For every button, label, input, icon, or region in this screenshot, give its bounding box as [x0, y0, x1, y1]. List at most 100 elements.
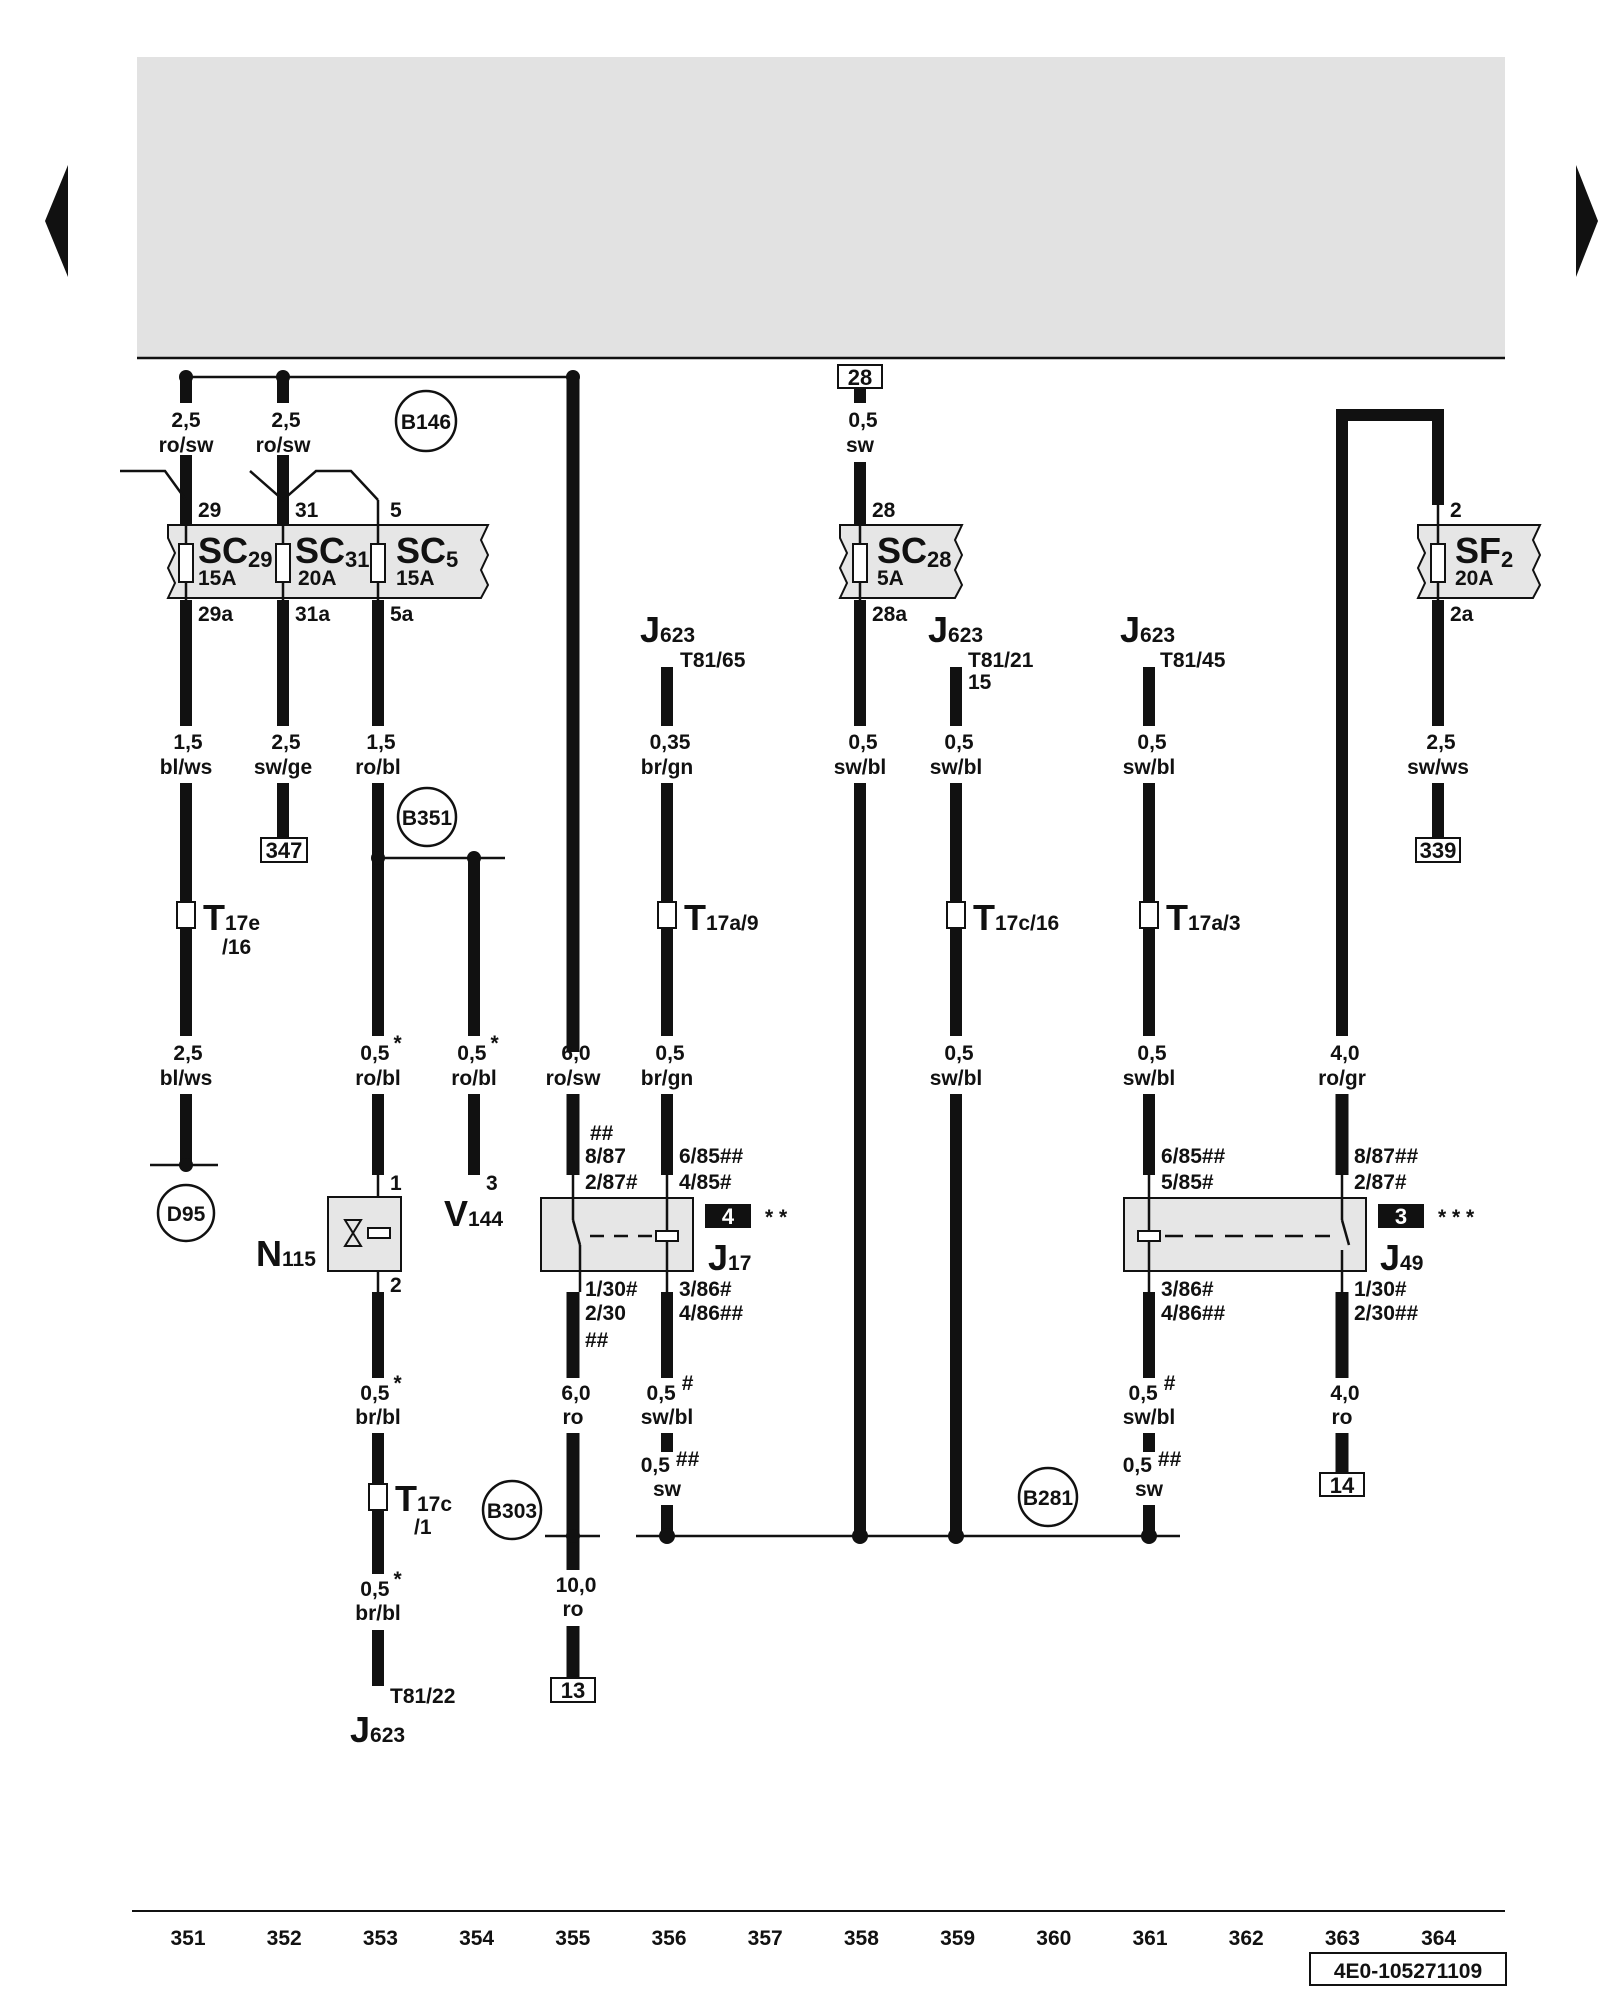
track-number: 357: [748, 1927, 783, 1950]
wire-size: 6,0: [561, 1042, 590, 1065]
relay-slot-badge: [1378, 1204, 1424, 1228]
track-number: 361: [1132, 1927, 1167, 1950]
wire-color: ro/bl: [355, 756, 401, 779]
wire-size: 1,5: [366, 731, 396, 754]
wire-color: br/bl: [355, 1406, 401, 1429]
pin-label: 8/87##: [1354, 1145, 1419, 1168]
wire-size: 10,0: [556, 1574, 597, 1597]
ground-point-b146: [394, 389, 458, 453]
wire-color: ro/gr: [1318, 1067, 1366, 1090]
ground-label: B351: [402, 807, 453, 830]
next-page-arrow-icon[interactable]: [1576, 165, 1598, 277]
wire-color: ro/sw: [256, 434, 312, 457]
pin-label: 6/85##: [679, 1145, 744, 1168]
component-v144[interactable]: V144: [444, 1193, 503, 1234]
ecu-pin: T81/21: [968, 649, 1034, 672]
ground-label: B281: [1023, 1487, 1074, 1510]
ecu-j623[interactable]: J623: [640, 609, 695, 650]
wire-color: sw/bl: [641, 1406, 694, 1429]
wire-size: 2,5: [171, 409, 201, 432]
coil-icon: [655, 1230, 679, 1242]
wire-size: 0,5: [944, 731, 974, 754]
wire-size: 0,5: [1137, 731, 1167, 754]
wire-size: 6,0: [561, 1382, 590, 1405]
fuse-icon: [178, 543, 194, 583]
connector-label: T17c/16: [973, 897, 1059, 938]
ref-label: 14: [1330, 1473, 1355, 1498]
track-number: 351: [170, 1927, 205, 1950]
fuse-name: SC31: [295, 530, 370, 572]
wire-size: 0,5: [944, 1042, 974, 1065]
ref-box-339[interactable]: [1415, 837, 1461, 863]
fuse-icon: [852, 543, 868, 583]
pin-label: 5a: [390, 603, 414, 626]
ecu-pin: 15: [968, 671, 992, 694]
pin-label: 31: [295, 499, 319, 522]
fuse-block-sc28[interactable]: [838, 524, 964, 599]
wire-color: bl/ws: [160, 756, 213, 779]
ecu-j623[interactable]: J623: [928, 609, 983, 650]
pin-label: 6/85##: [1161, 1145, 1226, 1168]
pin-label: 5: [390, 499, 402, 522]
fuse-icon: [370, 543, 386, 583]
wire-color: ro/bl: [451, 1067, 497, 1090]
pin-label: 3: [486, 1172, 498, 1195]
wire-color: sw/bl: [1123, 1406, 1176, 1429]
track-number: 363: [1325, 1927, 1360, 1950]
pin-label: 4/85#: [679, 1171, 732, 1194]
pin-label: 1/30#: [585, 1278, 638, 1301]
wire-size: 2,5: [271, 409, 301, 432]
note-mark: * *: [765, 1206, 788, 1229]
coil-icon: [1137, 1230, 1161, 1242]
ground-point-b351: [396, 786, 458, 848]
ref-box-13[interactable]: [550, 1677, 596, 1703]
fuse-rating: 5A: [877, 567, 904, 590]
ref-box-347[interactable]: [260, 837, 308, 863]
track-number: 360: [1036, 1927, 1071, 1950]
connector-icon: [368, 1483, 388, 1511]
pin-label: 2/30##: [1354, 1302, 1419, 1325]
relay-j49-box[interactable]: [1123, 1197, 1367, 1272]
relay-slot: 3: [1395, 1204, 1407, 1229]
wire-color: ro: [563, 1406, 584, 1429]
wire-size: 2,5: [1426, 731, 1456, 754]
track-number: 362: [1229, 1927, 1264, 1950]
ref-label: 28: [848, 365, 872, 390]
pin-label: 1: [390, 1172, 402, 1195]
wire-color: bl/ws: [160, 1067, 213, 1090]
pin-label: 2: [390, 1274, 402, 1297]
connector-label: T17a/9: [684, 897, 759, 938]
wire-size: 1,5: [173, 731, 203, 754]
fuse-block-sf2[interactable]: [1416, 524, 1542, 599]
ecu-pin: T81/45: [1160, 649, 1226, 672]
connector-icon: [176, 901, 196, 929]
note-mark: * * *: [1438, 1206, 1475, 1229]
fuse-name: SC5: [396, 530, 458, 572]
pin-label: 31a: [295, 603, 330, 626]
fuse-block-sc[interactable]: [166, 524, 490, 599]
wire-size: 0,5*: [360, 1032, 402, 1065]
wire-size: 0,5#: [647, 1372, 694, 1405]
fuse-name: SC29: [198, 530, 273, 572]
connector-icon: [1139, 901, 1159, 929]
doc-number-box: [1309, 1952, 1507, 1986]
prev-page-arrow-icon[interactable]: [45, 165, 68, 277]
valve-icon: [343, 1219, 363, 1247]
connector-pin: /16: [222, 936, 251, 959]
wire-color: ro: [1332, 1406, 1353, 1429]
ref-label: 13: [561, 1678, 585, 1703]
pin-label: 4/86##: [679, 1302, 744, 1325]
ground-label: D95: [167, 1203, 206, 1226]
pin-label: 2/87#: [1354, 1171, 1407, 1194]
track-number: 352: [267, 1927, 302, 1950]
ref-box-14[interactable]: [1319, 1472, 1365, 1497]
component-n115: N115: [256, 1233, 316, 1274]
connector-label: T17e: [203, 897, 260, 938]
pin-label: 3/86#: [1161, 1278, 1214, 1301]
ecu-j623[interactable]: J623: [1120, 609, 1175, 650]
pin-label: 2/30: [585, 1302, 626, 1325]
pin-label: 29a: [198, 603, 233, 626]
ecu-j623[interactable]: J623: [350, 1709, 405, 1750]
